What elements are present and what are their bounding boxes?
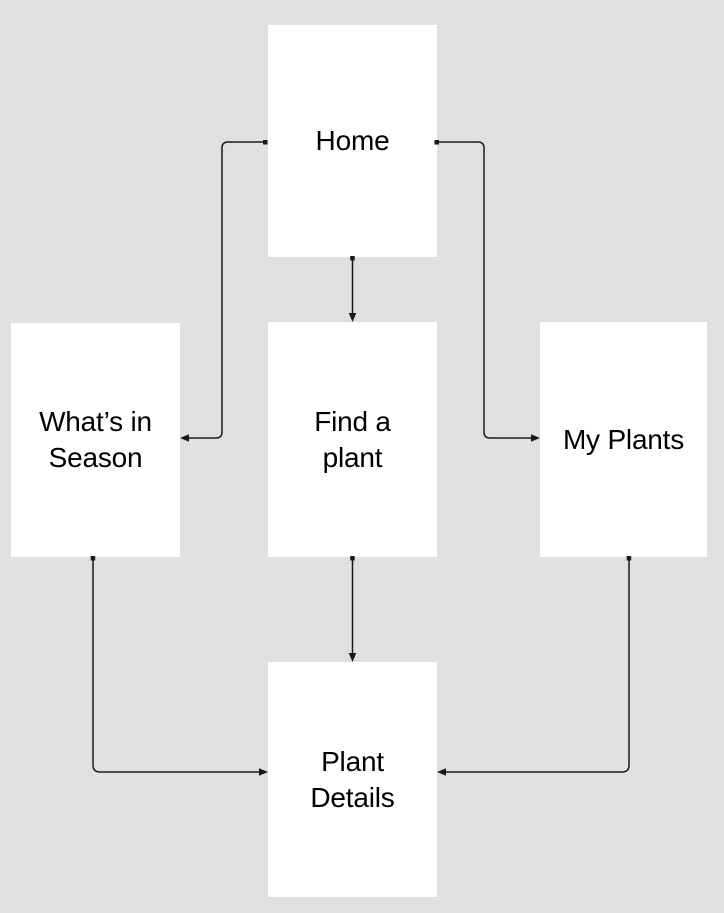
node-label: My Plants: [562, 423, 685, 455]
node-label: Home: [315, 125, 390, 156]
edge-home-to-my-plants: [434, 140, 540, 442]
arrowhead: [531, 434, 540, 442]
node-whats-in-season[interactable]: What’s in Season: [11, 323, 180, 557]
node-label: Plant Details: [310, 745, 395, 813]
node-home[interactable]: Home: [268, 25, 437, 257]
arrowhead: [437, 768, 446, 776]
arrowhead: [348, 313, 357, 322]
edge-path: [444, 558, 630, 773]
edge-my-plants-to-plant-details: [437, 556, 632, 776]
edge-path: [437, 141, 533, 439]
arrowhead: [259, 768, 268, 776]
node-plant-details[interactable]: Plant Details: [268, 662, 437, 897]
edge-start-dot: [263, 140, 268, 145]
arrowhead: [180, 434, 189, 442]
edge-path: [92, 558, 261, 773]
node-find-a-plant[interactable]: Find a plant: [268, 322, 437, 557]
arrowhead: [348, 653, 357, 662]
edge-home-to-whats-in-season: [180, 140, 268, 442]
node-label: What’s in Season: [39, 406, 152, 473]
edge-whats-in-season-to-plant-details: [90, 556, 268, 776]
node-my-plants[interactable]: My Plants: [540, 322, 707, 557]
edge-find-a-plant-to-plant-details: [348, 556, 357, 662]
edge-path: [187, 141, 267, 439]
node-label: Find a plant: [314, 405, 391, 473]
edge-home-to-find-a-plant: [348, 256, 357, 322]
